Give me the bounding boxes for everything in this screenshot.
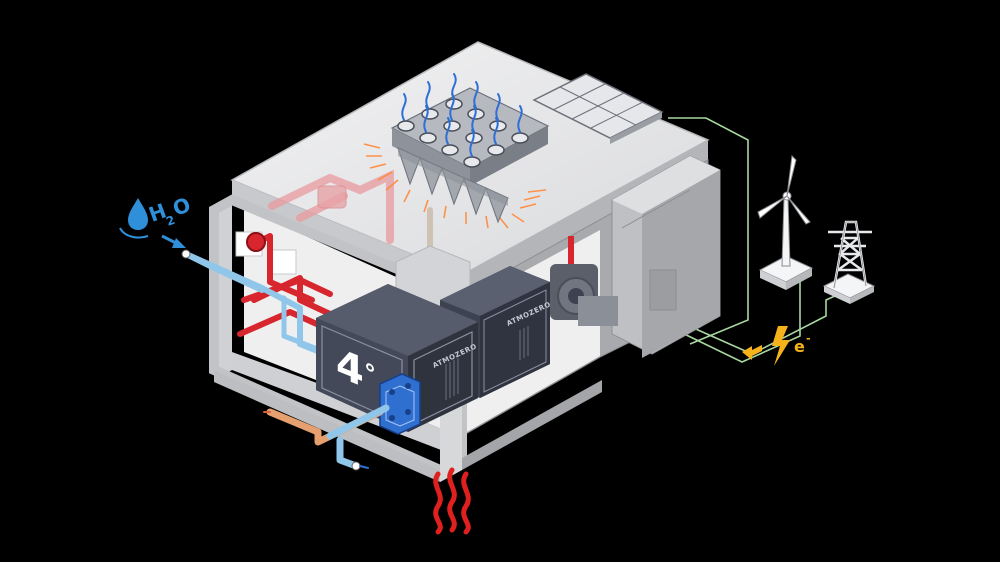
double-arrow-icon <box>742 345 762 360</box>
lightning-bolt-icon <box>772 326 790 366</box>
electron-superscript: - <box>806 332 811 345</box>
logo-mark: 4 <box>336 338 364 396</box>
water-drop-icon <box>119 198 149 239</box>
heat-pump-unit-back: ATMOZERO <box>440 264 618 398</box>
water-arrow-icon <box>161 234 186 248</box>
heat-waves-icon <box>433 467 471 535</box>
roof-pipes-hot <box>268 169 433 265</box>
electron-label: e <box>794 337 805 356</box>
power-pylon-icon <box>822 220 876 304</box>
solar-panel-icon <box>532 73 664 144</box>
dry-cooler-unit <box>363 73 550 229</box>
electricity-flow: e - <box>742 326 811 366</box>
wind-turbine-icon <box>757 154 814 290</box>
water-formula-h: H <box>146 198 170 226</box>
heat-exchanger <box>379 373 421 435</box>
outside-water-pipes <box>181 249 390 471</box>
water-input-label: H 2 O <box>119 192 194 248</box>
compressor-motor <box>550 264 618 326</box>
heat-pump-unit-front: 4 ° ATMOZERO <box>316 284 478 435</box>
logo-degree: ° <box>364 357 376 390</box>
atmozero-logo: 4 ° <box>336 338 376 396</box>
